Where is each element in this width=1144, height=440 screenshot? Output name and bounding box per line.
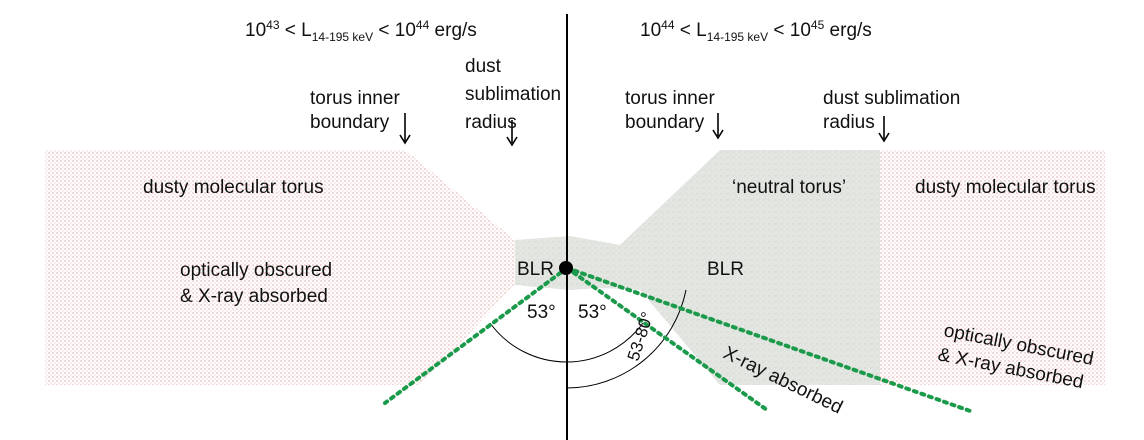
angle-arc-left	[489, 322, 568, 363]
angle-arc-right	[566, 322, 644, 363]
arrow-down-icon	[506, 120, 518, 147]
right-dust-sublimation-line1: dust sublimation	[823, 88, 960, 109]
right-neutral-torus-region	[570, 150, 880, 385]
right-dust-sublimation-line2: radius	[823, 112, 875, 133]
arrow-down-icon	[878, 116, 890, 143]
left-obscured-line1: optically obscured	[180, 260, 332, 281]
right-blr-label: BLR	[707, 259, 744, 280]
right-angle-53-label: 53°	[578, 302, 607, 323]
right-torus-inner-boundary-line1: torus inner	[625, 88, 715, 109]
left-blr-label: BLR	[517, 259, 554, 280]
right-dusty-torus-label: dusty molecular torus	[915, 177, 1096, 198]
right-dusty-torus-region	[880, 150, 1105, 385]
left-dusty-torus-label: dusty molecular torus	[143, 177, 324, 198]
left-dust-sublimation-line2: sublimation	[465, 84, 561, 105]
angle-arc-range	[566, 289, 687, 389]
left-obscured-line2: & X-ray absorbed	[180, 286, 328, 307]
angle-range-label: 53-80°	[624, 310, 658, 364]
left-luminosity-label: 1043 < L14-195 keV < 1044 erg/s	[245, 18, 477, 44]
green-cone-mid	[565, 266, 769, 412]
left-dusty-torus-region	[45, 150, 515, 385]
left-dust-sublimation-line3: radius	[465, 112, 517, 133]
central-engine-dot	[559, 261, 573, 275]
arrow-down-icon	[712, 113, 724, 140]
left-angle-label: 53°	[527, 302, 556, 323]
green-cone-right	[565, 266, 975, 414]
left-torus-inner-boundary-line2: boundary	[310, 112, 390, 133]
right-luminosity-label: 1044 < L14-195 keV < 1045 erg/s	[640, 18, 872, 44]
left-torus-inner-boundary-line1: torus inner	[310, 88, 400, 109]
neutral-torus-label: ‘neutral torus’	[732, 177, 846, 198]
blr-region	[515, 236, 640, 290]
arrow-down-icon	[399, 113, 411, 145]
right-torus-inner-boundary-line2: boundary	[625, 112, 705, 133]
left-dust-sublimation-line1: dust	[465, 56, 502, 77]
green-cone-left	[383, 266, 569, 405]
